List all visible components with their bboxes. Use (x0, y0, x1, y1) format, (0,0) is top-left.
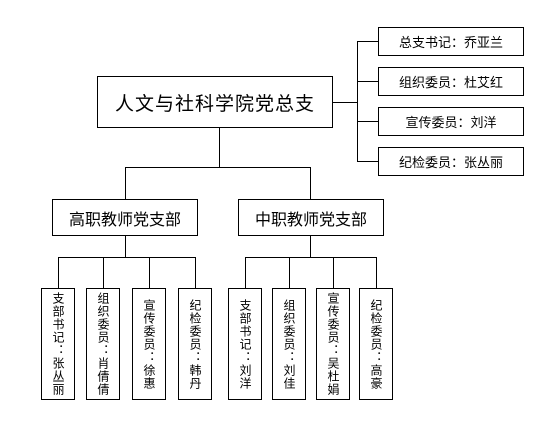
connector-branch2-bar (245, 257, 376, 258)
connector-branch1-down (125, 236, 126, 258)
member-label: 支部书记：刘洋 (238, 298, 252, 390)
branch-node-secondary-vocational: 中职教师党支部 (238, 199, 384, 236)
connector-root-committee (333, 102, 357, 103)
branch-label: 中职教师党支部 (254, 209, 367, 229)
committee-label: 宣传委员：刘洋 (405, 116, 497, 131)
connector-branch2-down (310, 236, 311, 258)
committee-node-publicity: 宣传委员：刘洋 (378, 107, 524, 136)
committee-node-organization: 组织委员：杜艾红 (378, 67, 524, 96)
connector-b1-m2 (103, 257, 104, 288)
connector-b2-m4 (376, 257, 377, 288)
member-label: 纪检委员：韩丹 (188, 298, 202, 390)
connector-committee-3 (357, 121, 378, 122)
member-label: 宣传委员：徐惠 (142, 298, 156, 390)
connector-branch-2 (310, 167, 311, 199)
root-node: 人文与社科学院党总支 (97, 76, 333, 128)
connector-b1-m3 (149, 257, 150, 288)
member-node: 纪检委员：高豪 (359, 288, 393, 400)
member-node: 宣传委员：吴杜娟 (316, 288, 350, 400)
committee-label: 组织委员：杜艾红 (398, 76, 503, 91)
connector-root-down (219, 128, 220, 168)
connector-b2-m2 (289, 257, 290, 288)
member-label: 支部书记：张丛丽 (51, 292, 65, 396)
branch-label: 高职教师党支部 (68, 209, 181, 229)
branch-node-higher-vocational: 高职教师党支部 (52, 199, 198, 236)
committee-node-discipline: 纪检委员：张丛丽 (378, 147, 524, 176)
committee-label: 纪检委员：张丛丽 (398, 156, 503, 171)
member-label: 纪检委员：高豪 (369, 298, 383, 390)
connector-committee-4 (357, 161, 378, 162)
connector-branches-bar (125, 167, 310, 168)
member-node: 组织委员：刘佳 (272, 288, 306, 400)
member-label: 组织委员：肖倩倩 (96, 292, 110, 396)
member-node: 支部书记：张丛丽 (41, 288, 75, 400)
connector-committee-spine (357, 41, 358, 161)
member-node: 纪检委员：韩丹 (178, 288, 212, 400)
member-label: 宣传委员：吴杜娟 (326, 292, 340, 396)
connector-b1-m4 (195, 257, 196, 288)
member-node: 宣传委员：徐惠 (132, 288, 166, 400)
connector-b2-m1 (245, 257, 246, 288)
committee-label: 总支书记：乔亚兰 (398, 36, 503, 51)
committee-node-secretary: 总支书记：乔亚兰 (378, 27, 524, 56)
connector-committee-1 (357, 41, 378, 42)
connector-branch-1 (125, 167, 126, 199)
connector-b2-m3 (333, 257, 334, 288)
member-label: 组织委员：刘佳 (282, 298, 296, 390)
member-node: 组织委员：肖倩倩 (86, 288, 120, 400)
connector-branch1-bar (58, 257, 195, 258)
connector-committee-2 (357, 81, 378, 82)
connector-b1-m1 (58, 257, 59, 288)
member-node: 支部书记：刘洋 (228, 288, 262, 400)
root-label: 人文与社科学院党总支 (114, 92, 315, 115)
